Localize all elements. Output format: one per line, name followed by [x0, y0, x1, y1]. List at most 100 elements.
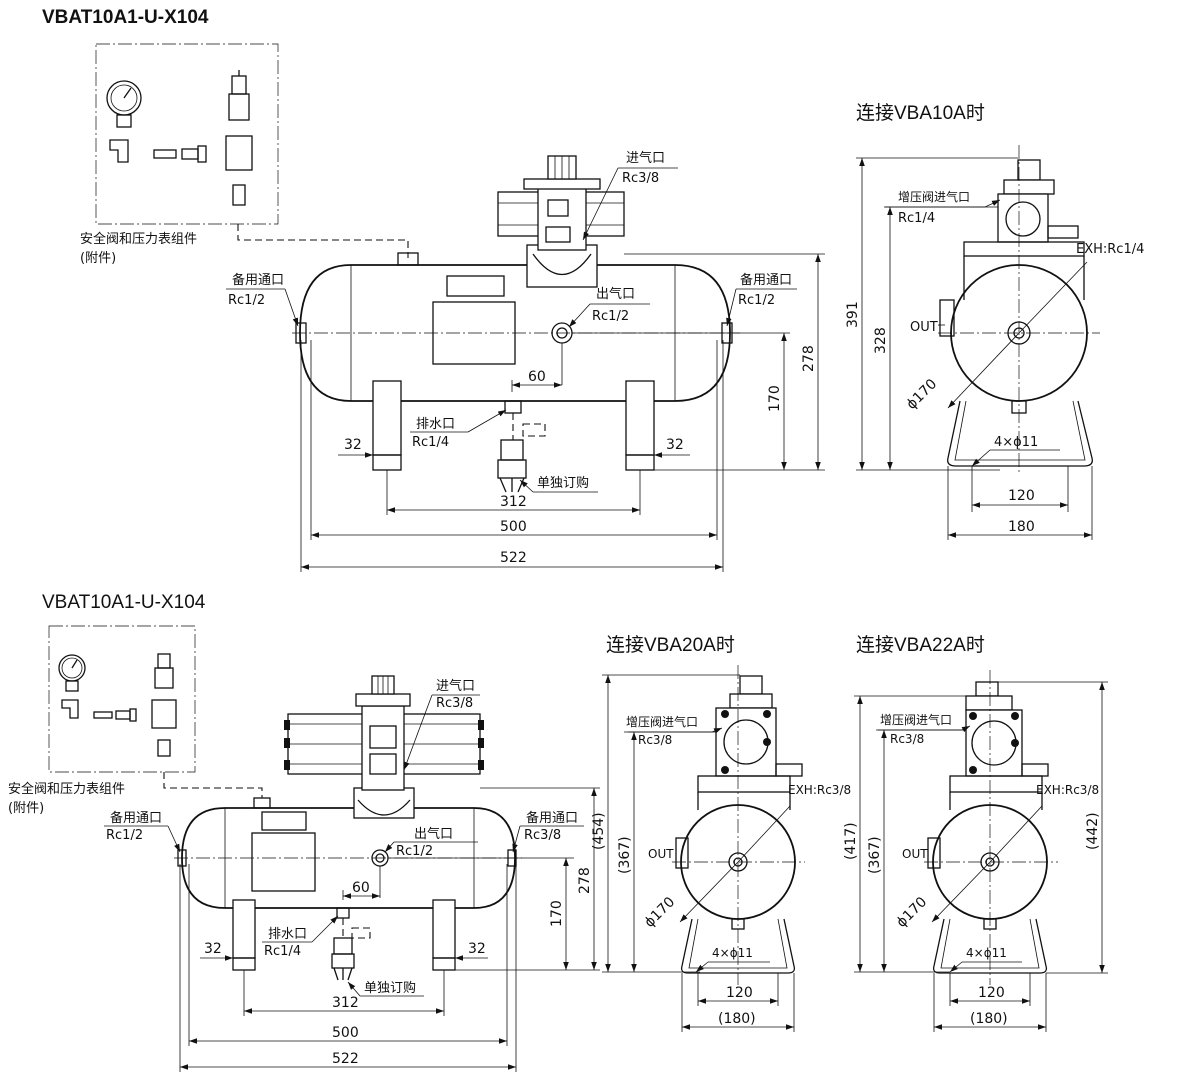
accessory-port — [397, 252, 419, 266]
vba20a-dim-180: (180) — [718, 1011, 756, 1027]
dim-32-left: 32 — [344, 437, 362, 453]
bottom-safety-valve-icon — [157, 653, 171, 669]
vba20a-out-label: OUT — [648, 847, 674, 861]
bottom-drain-size: Rc1/4 — [264, 944, 301, 959]
bottom-label-plate — [251, 832, 316, 892]
vba22a-booster-inlet-size: Rc3/8 — [890, 732, 924, 746]
bottom-front-view: VBAT10A1-U-X104 安全阀和压力表组件 (附件) — [8, 592, 600, 1072]
bottom-dim-32-left: 32 — [204, 941, 222, 957]
bottom-elbow-fitting-icon — [61, 699, 79, 719]
bottom-spare-port-left-size: Rc1/2 — [106, 828, 143, 843]
dim-60: 60 — [528, 369, 546, 385]
vba20a-dim-367: (367) — [617, 836, 633, 874]
inlet-size: Rc3/8 — [622, 171, 659, 186]
vba10a-stand — [947, 400, 1093, 467]
bottom-spare-port-right-label: 备用通口 — [526, 810, 578, 826]
vba22a-dim-120: 120 — [978, 985, 1005, 1001]
bottom-accessory-kit — [48, 625, 196, 773]
vba10a-out-port — [939, 299, 955, 337]
vba22a-holes-label: 4×ϕ11 — [966, 946, 1007, 960]
bottom-view-title: VBAT10A1-U-X104 — [42, 592, 206, 613]
bottom-dim-312: 312 — [332, 995, 359, 1011]
bottom-dim-522: 522 — [332, 1051, 359, 1067]
accessory-leader-dash — [237, 224, 409, 258]
vba10a-holes-label: 4×ϕ11 — [994, 435, 1038, 450]
vba10a-out-label: OUT — [910, 320, 938, 335]
vba20a-dim-120: 120 — [726, 985, 753, 1001]
booster-valve — [497, 155, 625, 288]
top-front-view: VBAT10A1-U-X104 安全阀和压力表组件 (附件) — [42, 7, 825, 572]
bottom-inlet-label: 进气口 — [436, 678, 475, 694]
top-view-title: VBAT10A1-U-X104 — [42, 7, 209, 28]
vba22a-exh-label: EXH:Rc3/8 — [1036, 783, 1099, 797]
bottom-dim-278: 278 — [577, 867, 593, 894]
bottom-nameplate — [261, 811, 307, 831]
bottom-separate-order-label: 单独订购 — [364, 980, 416, 996]
vba10a-exh-label: EXH:Rc1/4 — [1076, 242, 1144, 257]
drain-size: Rc1/4 — [412, 435, 449, 450]
vba22a-exhaust — [1021, 763, 1049, 777]
label-plate — [432, 301, 516, 365]
vba22a-stand — [932, 918, 1048, 974]
bottom-drain-valve-assembly — [331, 918, 371, 981]
bottom-dim-32-right: 32 — [468, 941, 486, 957]
spare-port-right-label: 备用通口 — [740, 272, 792, 288]
vba20a-dim-454: (454) — [591, 812, 607, 850]
bottom-outlet-label: 出气口 — [414, 826, 453, 842]
vba20a-stand — [680, 918, 796, 974]
vba20a-booster-inlet-size: Rc3/8 — [638, 733, 672, 747]
bottom-inlet-size: Rc3/8 — [436, 696, 473, 711]
booster-base — [526, 244, 598, 288]
booster-body — [537, 184, 587, 251]
bottom-spare-port-left-label: 备用通口 — [110, 810, 162, 826]
dim-522: 522 — [500, 550, 527, 566]
vba10a-dim-391: 391 — [845, 301, 861, 328]
vba10a-dim-180: 180 — [1008, 519, 1035, 535]
drain-label: 排水口 — [416, 417, 455, 432]
dim-32-right: 32 — [666, 437, 684, 453]
outlet-size: Rc1/2 — [592, 309, 629, 324]
bottom-booster-valve — [284, 675, 484, 819]
vba20a-phi-label: ϕ170 — [642, 894, 679, 931]
dim-278: 278 — [801, 345, 817, 372]
vba10a-dim-120: 120 — [1008, 488, 1035, 504]
bottom-accessory-label: 安全阀和压力表组件 — [8, 781, 125, 797]
spare-port-left-label: 备用通口 — [232, 272, 284, 288]
nameplate — [446, 275, 505, 297]
vba20a-title: 连接VBA20A时 — [606, 634, 735, 656]
bottom-right-leg — [432, 899, 456, 959]
side-view-vba22a: 连接VBA22A时 增压阀进气口 Rc3/8 EXH:Rc3/8 OUT ϕ17… — [843, 634, 1108, 1032]
inlet-label: 进气口 — [626, 150, 665, 166]
left-leg — [372, 380, 402, 456]
bottom-dim-60: 60 — [352, 880, 370, 896]
side-view-vba20a: 连接VBA20A时 增压阀进气口 Rc3/8 EXH:Rc3/8 OUT ϕ17… — [591, 634, 851, 1032]
vba22a-out-label: OUT — [902, 847, 928, 861]
vba10a-booster-inlet-label: 增压阀进气口 — [898, 189, 970, 204]
vba20a-regulator-knob — [739, 675, 763, 695]
vba22a-dim-180: (180) — [970, 1011, 1008, 1027]
vba10a-regulator-knob — [1017, 159, 1041, 181]
vba10a-booster-inlet-size: Rc1/4 — [898, 211, 935, 226]
vba20a-booster-inlet-label: 增压阀进气口 — [626, 714, 698, 729]
right-leg — [625, 380, 655, 456]
bottom-spare-port-right-size: Rc3/8 — [524, 828, 561, 843]
bottom-tee-fitting-icon — [151, 699, 177, 729]
dim-312: 312 — [500, 494, 527, 510]
drain-port-icon — [504, 400, 522, 414]
vba10a-exhaust — [1047, 225, 1079, 239]
vba22a-booster-inlet-label: 增压阀进气口 — [880, 712, 952, 727]
bottom-dim-500: 500 — [332, 1025, 359, 1041]
bottom-booster-base — [353, 787, 415, 819]
dim-500: 500 — [500, 519, 527, 535]
spare-port-left-size: Rc1/2 — [228, 293, 265, 308]
accessory-label: 安全阀和压力表组件 — [80, 231, 197, 247]
spare-port-right-size: Rc1/2 — [738, 293, 775, 308]
accessory-kit-box — [95, 43, 279, 225]
vba10a-mount — [963, 241, 1085, 257]
vba22a-dim-367: (367) — [867, 836, 883, 874]
bottom-drain-label: 排水口 — [268, 927, 307, 942]
bottom-left-leg — [232, 899, 256, 959]
outlet-label: 出气口 — [596, 286, 635, 302]
bottom-accessory-note: (附件) — [8, 801, 44, 816]
